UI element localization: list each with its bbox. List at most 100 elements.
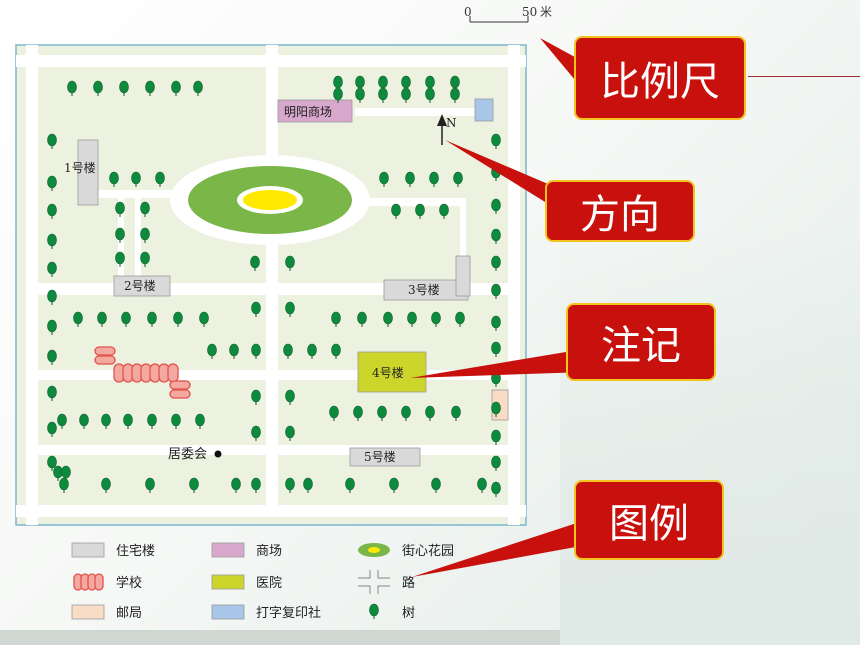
tree-icon	[47, 175, 57, 191]
print-shop-icon	[211, 604, 245, 620]
tree-icon	[378, 87, 388, 103]
tree-icon	[251, 389, 261, 405]
tree-icon	[173, 311, 183, 327]
tree-icon	[140, 201, 150, 217]
hospital-building-4	[357, 351, 427, 393]
legend-item-post-office: 邮局	[71, 604, 142, 621]
tree-icon	[377, 405, 387, 421]
tree-icon	[47, 455, 57, 471]
legend: 住宅楼商场街心花园学校医院路邮局打字复印社树	[71, 542, 454, 621]
legend-label: 邮局	[116, 606, 142, 621]
slide-bottom-bar	[0, 630, 560, 645]
print-shop	[474, 98, 494, 122]
tree-icon	[155, 171, 165, 187]
tree-icon	[47, 133, 57, 149]
legend-label: 树	[402, 606, 415, 621]
garden-icon	[358, 543, 390, 557]
legend-item-school: 学校	[73, 573, 142, 591]
building-3-wing	[455, 255, 471, 297]
tree-icon	[379, 171, 389, 187]
tree-icon	[451, 405, 461, 421]
residential-icon	[71, 542, 105, 558]
tree-icon	[73, 311, 83, 327]
tree-icon	[333, 87, 343, 103]
tree-icon	[251, 477, 261, 493]
tree-icon	[109, 171, 119, 187]
callout-legend: 图例	[574, 480, 724, 560]
school-block	[167, 363, 179, 383]
building-1	[77, 139, 99, 206]
tree-icon	[383, 311, 393, 327]
building-3-label: 3号楼	[408, 282, 440, 297]
tree-icon	[425, 87, 435, 103]
tree-icon	[491, 455, 501, 471]
road-right	[508, 45, 520, 525]
school-block	[94, 355, 116, 365]
tree-icon	[491, 283, 501, 299]
tree-icon	[101, 413, 111, 429]
tree-icon	[285, 477, 295, 493]
tree-icon	[101, 477, 111, 493]
building-5	[349, 447, 421, 467]
tree-icon	[415, 203, 425, 219]
slide-gradient-panel	[560, 230, 860, 645]
legend-label: 医院	[256, 576, 282, 591]
road-branch-left-b	[135, 198, 141, 283]
tree-icon	[251, 343, 261, 359]
tree-icon	[189, 477, 199, 493]
road-branch-left-a	[118, 198, 124, 283]
tree-icon	[357, 311, 367, 327]
tree-icon	[401, 405, 411, 421]
tree-icon	[285, 255, 295, 271]
tree-icon	[491, 315, 501, 331]
tree-icon	[283, 343, 293, 359]
road-branch-right	[460, 198, 466, 258]
legend-label: 学校	[116, 575, 142, 591]
tree-icon	[171, 413, 181, 429]
tree-icon	[331, 311, 341, 327]
tree-icon	[145, 477, 155, 493]
legend-item-hospital: 医院	[211, 574, 282, 591]
callout-annotation: 注记	[566, 303, 716, 381]
tree-icon	[307, 343, 317, 359]
tree-icon	[47, 233, 57, 249]
tree-icon	[455, 311, 465, 327]
tree-icon	[207, 343, 217, 359]
road-to-building1	[98, 190, 188, 198]
tree-icon	[251, 301, 261, 317]
building-2-label: 2号楼	[124, 278, 156, 293]
tree-icon	[93, 80, 103, 96]
mall-icon	[211, 542, 245, 558]
scale-value: 50	[522, 5, 537, 19]
central-garden	[170, 155, 370, 245]
tree-icon	[431, 477, 441, 493]
scale-unit: 米	[540, 5, 552, 19]
tree-icon	[147, 311, 157, 327]
road-center-vertical	[266, 45, 278, 505]
tree-icon	[121, 311, 131, 327]
tree-icon	[97, 311, 107, 327]
road-left	[26, 45, 38, 525]
road-bottom	[16, 505, 526, 517]
tree-icon	[369, 603, 379, 619]
tree-icon	[251, 425, 261, 441]
tree-icon	[59, 477, 69, 493]
tree-icon	[119, 80, 129, 96]
tree-icon	[285, 389, 295, 405]
legend-label: 商场	[256, 544, 282, 559]
tree-icon	[329, 405, 339, 421]
building-4-label: 4号楼	[372, 365, 404, 380]
scale-zero: 0	[464, 5, 472, 19]
road-icon	[358, 570, 390, 594]
building-2	[113, 275, 171, 297]
tree-icon	[47, 203, 57, 219]
tree-icon	[147, 413, 157, 429]
tree-icon	[115, 251, 125, 267]
tree-icon	[439, 203, 449, 219]
tree-icon	[450, 87, 460, 103]
tree-icon	[193, 80, 203, 96]
hospital-icon	[211, 574, 245, 590]
tree-icon	[145, 80, 155, 96]
tree-icon	[67, 80, 77, 96]
tree-icon	[407, 311, 417, 327]
